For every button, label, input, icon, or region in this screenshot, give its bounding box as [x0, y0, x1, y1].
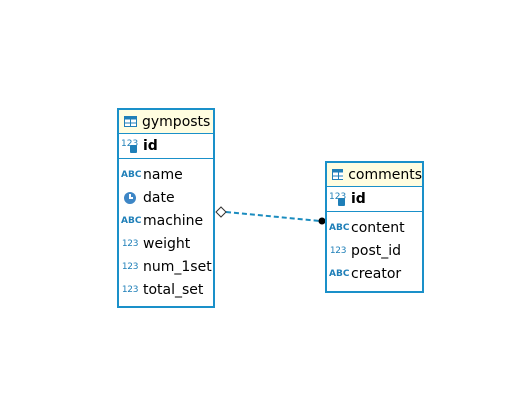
- primary-key-name: id: [351, 191, 366, 207]
- attribute-name: weight: [143, 235, 191, 252]
- table-icon: [124, 116, 137, 127]
- text-type-icon: ABC: [121, 169, 142, 180]
- attribute-row[interactable]: 123 total_set: [119, 278, 213, 301]
- attribute-row[interactable]: ABC name: [119, 163, 213, 186]
- attribute-row[interactable]: ABC content: [327, 216, 422, 239]
- attribute-list: ABC content 123 post_id ABC creator: [327, 212, 422, 285]
- table-icon: [332, 169, 344, 180]
- numeric-type-icon: 123: [121, 261, 139, 272]
- entity-header[interactable]: comments: [327, 163, 422, 187]
- attribute-list: ABC name date ABC machine 123 weight 123…: [119, 159, 213, 301]
- attribute-name: name: [143, 166, 183, 183]
- attribute-row[interactable]: date: [119, 186, 213, 209]
- primary-key-row[interactable]: 123 id: [327, 187, 422, 212]
- entity-gymposts[interactable]: gymposts 123 id ABC name date ABC machin…: [117, 108, 215, 308]
- entity-header[interactable]: gymposts: [119, 110, 213, 134]
- relationship-line[interactable]: [225, 211, 321, 222]
- filled-dot-end: [318, 217, 326, 225]
- attribute-row[interactable]: 123 weight: [119, 232, 213, 255]
- numeric-type-icon: 123: [329, 245, 347, 256]
- attribute-name: date: [143, 189, 175, 206]
- attribute-name: num_1set: [143, 258, 212, 275]
- numeric-key-icon: 123: [329, 192, 347, 206]
- numeric-type-icon: 123: [121, 238, 139, 249]
- attribute-name: machine: [143, 212, 204, 229]
- attribute-row[interactable]: ABC creator: [327, 262, 422, 285]
- attribute-row[interactable]: 123 num_1set: [119, 255, 213, 278]
- attribute-name: creator: [351, 265, 402, 282]
- clock-icon: [124, 191, 136, 204]
- numeric-key-icon: 123: [121, 139, 139, 153]
- primary-key-row[interactable]: 123 id: [119, 134, 213, 159]
- entity-title: comments: [348, 166, 422, 183]
- text-type-icon: ABC: [329, 268, 350, 279]
- text-type-icon: ABC: [121, 215, 142, 226]
- attribute-name: post_id: [351, 242, 402, 259]
- text-type-icon: ABC: [329, 222, 350, 233]
- entity-comments[interactable]: comments 123 id ABC content 123 post_id …: [325, 161, 424, 293]
- attribute-row[interactable]: 123 post_id: [327, 239, 422, 262]
- attribute-name: total_set: [143, 281, 204, 298]
- hollow-diamond-end: [215, 206, 227, 218]
- entity-title: gymposts: [142, 113, 211, 130]
- numeric-type-icon: 123: [121, 284, 139, 295]
- attribute-name: content: [351, 219, 405, 236]
- primary-key-name: id: [143, 138, 158, 154]
- attribute-row[interactable]: ABC machine: [119, 209, 213, 232]
